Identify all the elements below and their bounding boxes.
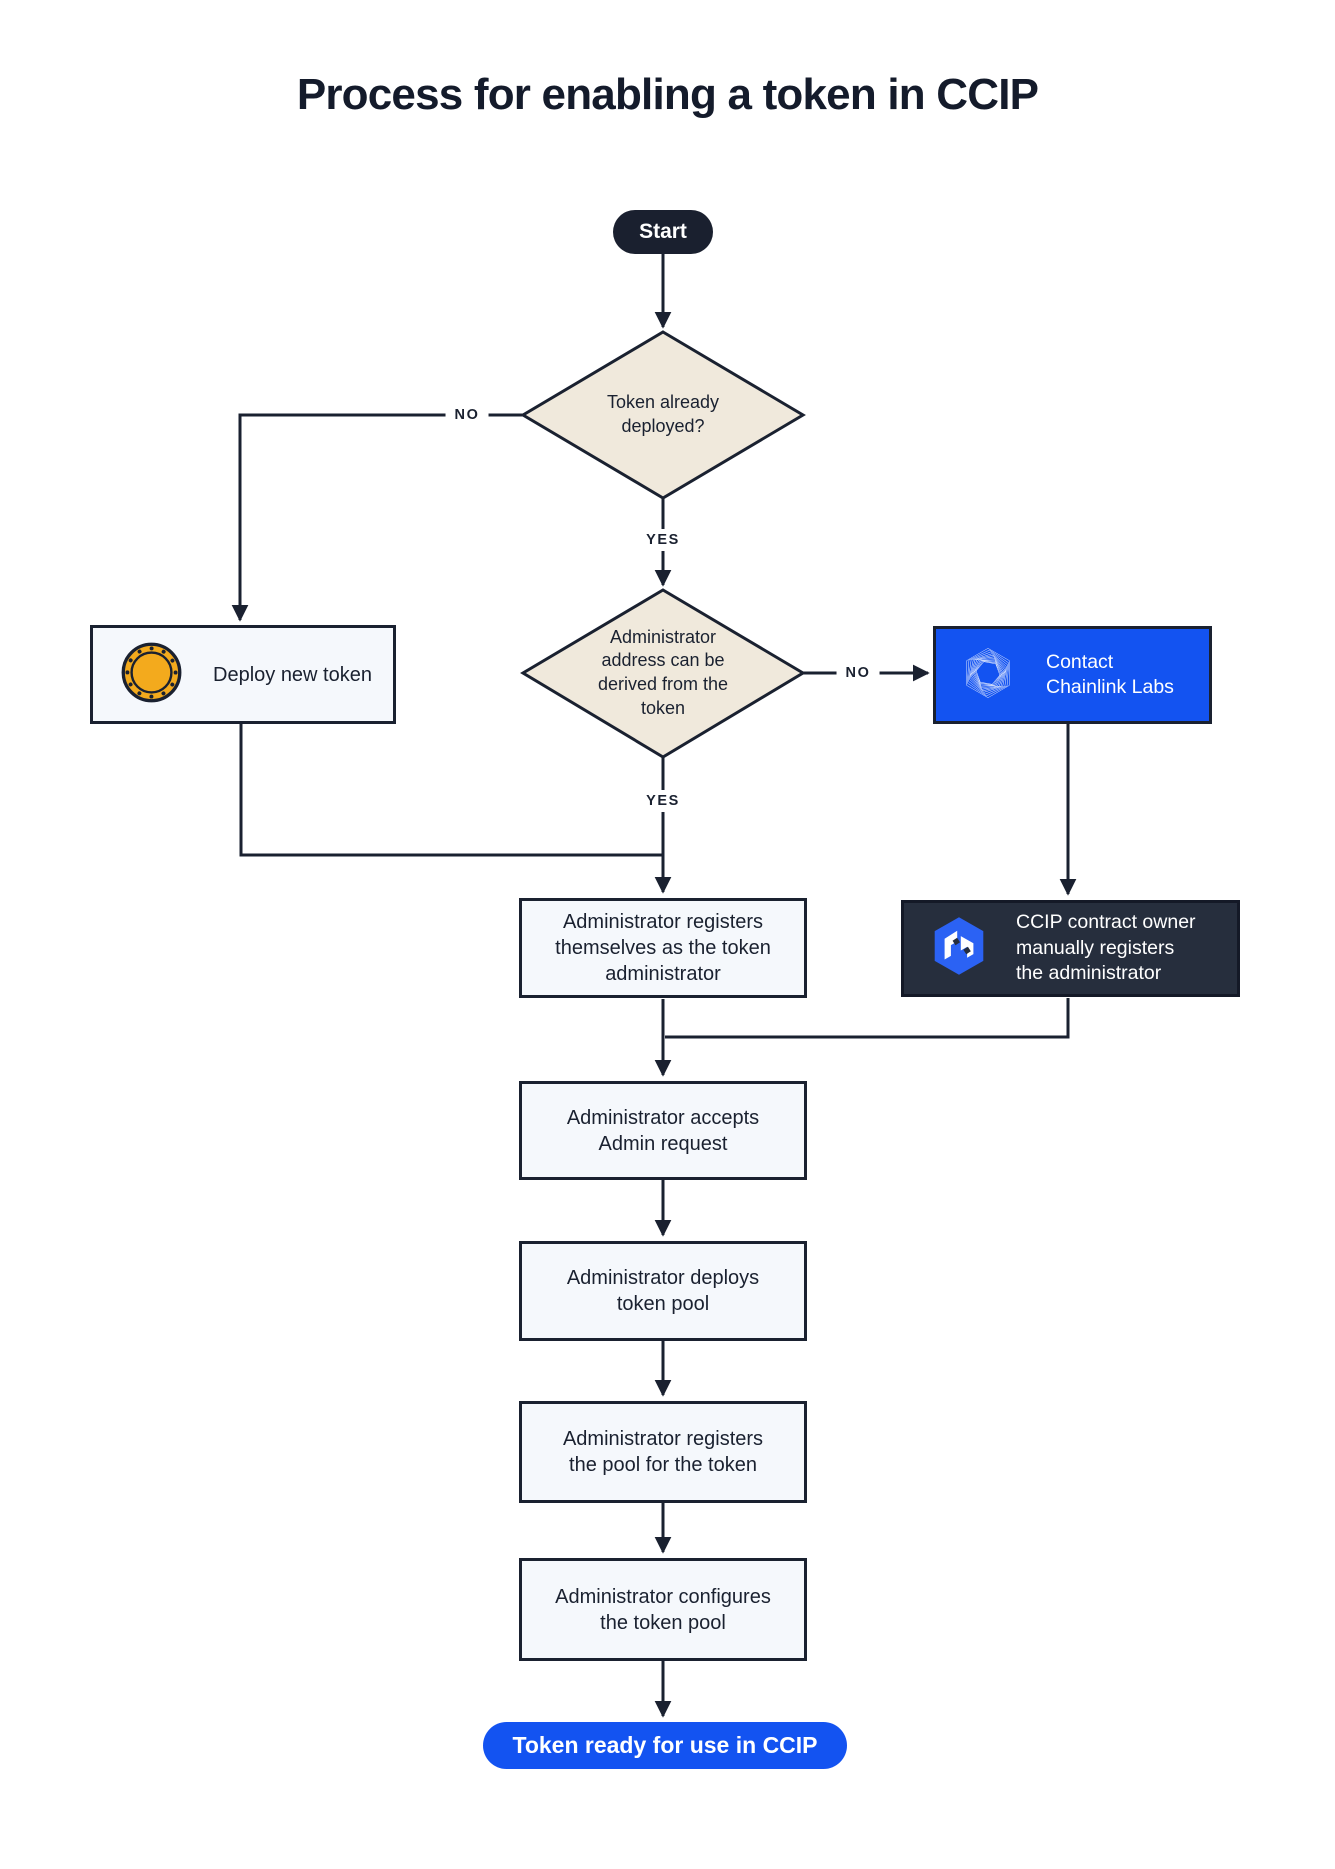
- edge-label-decision1-no: NO: [445, 404, 489, 426]
- decision-diamond-token-deployed: [520, 330, 806, 500]
- end-node: Token ready for use in CCIP: [483, 1722, 847, 1769]
- register-self-label: Administrator registers themselves as th…: [555, 911, 771, 985]
- edge-label-decision2-no: NO: [836, 662, 880, 684]
- decision-diamond-admin-derivable: [520, 588, 806, 759]
- end-label: Token ready for use in CCIP: [512, 1732, 818, 1758]
- manual-register-label: CCIP contract owner manually registers t…: [1016, 910, 1196, 985]
- decision-token-deployed-label: Token already deployed?: [606, 392, 720, 436]
- deploy-pool-node: Administrator deploys token pool: [519, 1241, 807, 1341]
- register-self-node: Administrator registers themselves as th…: [519, 898, 807, 998]
- register-pool-node: Administrator registers the pool for the…: [519, 1401, 807, 1503]
- configure-pool-label: Administrator configures the token pool: [555, 1585, 771, 1634]
- edge-decision1-no: [231, 413, 523, 622]
- edge-label-decision1-yes: YES: [637, 529, 689, 551]
- edge-label-decision2-yes: YES: [637, 790, 689, 812]
- edge-manual-merge: [665, 998, 1070, 1039]
- deploy-new-token-node: Deploy new token: [90, 625, 396, 724]
- deploy-new-token-label: Deploy new token: [213, 663, 372, 686]
- coin-icon: [120, 641, 183, 709]
- contact-chainlink-labs-node: Contact Chainlink Labs: [933, 626, 1212, 724]
- decision-admin-derivable-label: Administrator address can be derived fro…: [597, 626, 729, 718]
- edge-deploy-merge: [239, 724, 663, 857]
- manual-register-node: CCIP contract owner manually registers t…: [901, 900, 1240, 997]
- accept-request-label: Administrator accepts Admin request: [566, 1106, 760, 1155]
- start-label: Start: [639, 220, 687, 243]
- register-pool-label: Administrator registers the pool for the…: [562, 1428, 764, 1476]
- chainlink-labs-icon: [960, 645, 1016, 706]
- start-node: Start: [613, 210, 713, 254]
- accept-request-node: Administrator accepts Admin request: [519, 1081, 807, 1180]
- deploy-pool-label: Administrator deploys token pool: [566, 1267, 760, 1315]
- configure-pool-node: Administrator configures the token pool: [519, 1558, 807, 1661]
- contact-chainlink-labs-label: Contact Chainlink Labs: [1046, 650, 1174, 698]
- ccip-logo-icon: [932, 915, 986, 982]
- diagram-title: Process for enabling a token in CCIP: [296, 70, 1039, 119]
